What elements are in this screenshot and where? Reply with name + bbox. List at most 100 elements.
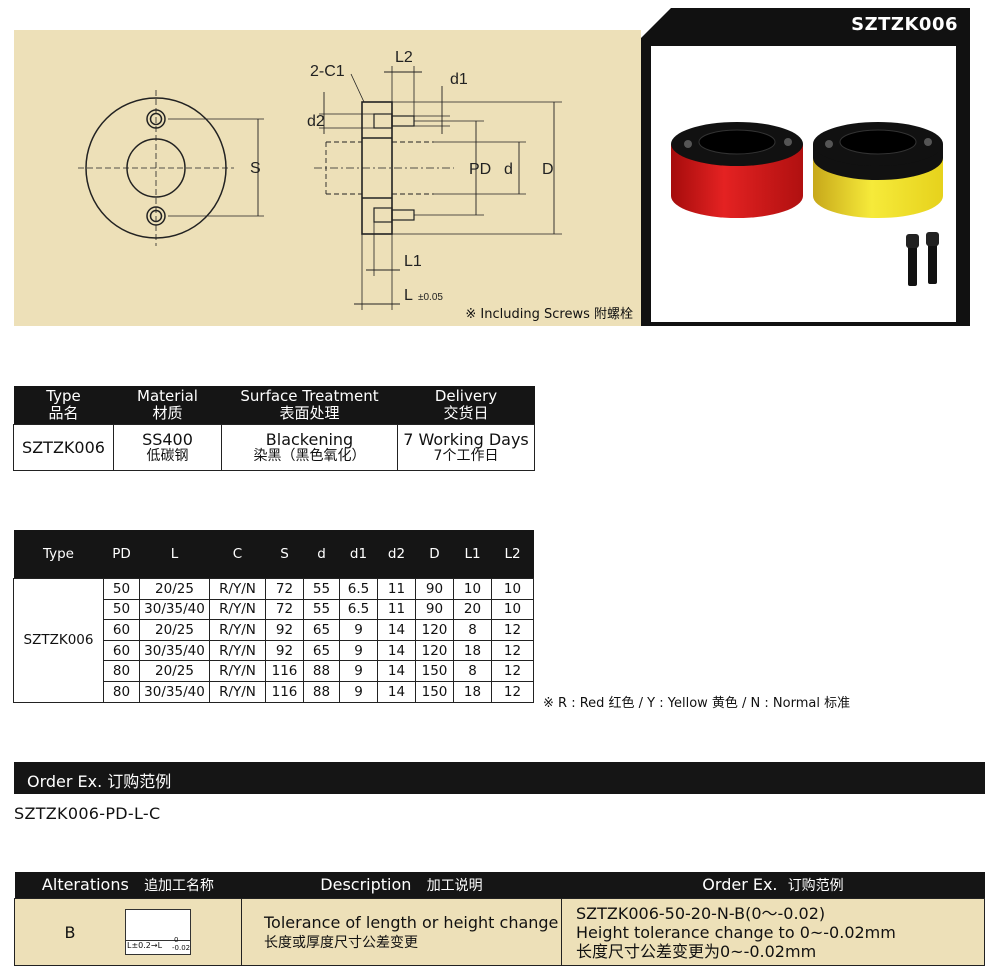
alt-row: B L±0.2→L 0 -0.02 Tolerance of length or… [14, 898, 985, 966]
label-d: d [504, 161, 513, 178]
dim-header: d1 [339, 530, 378, 579]
dim-cell: R/Y/N [209, 598, 266, 621]
dim-cell: 20/25 [139, 619, 210, 641]
dim-cell: 50 [103, 578, 140, 600]
dim-cell: 55 [303, 598, 340, 621]
dim-cell: 8 [453, 619, 492, 641]
dim-cell: 12 [491, 680, 534, 703]
dim-header: L [139, 530, 210, 579]
dim-cell: 12 [491, 660, 534, 682]
order-example-title: Order Ex. 订购范例 [27, 772, 172, 791]
dim-cell: 88 [303, 680, 340, 703]
collar-illustration [671, 122, 943, 286]
dim-cell: 14 [377, 680, 416, 703]
product-code: SZTZK006 [851, 14, 958, 35]
dim-header: L2 [491, 530, 534, 579]
dim-cell: 20/25 [139, 660, 210, 682]
dim-header: C [209, 530, 266, 579]
alt-description-zh: 长度或厚度尺寸公差变更 [264, 934, 418, 951]
dim-cell: R/Y/N [209, 578, 266, 600]
dim-cell: 20/25 [139, 578, 210, 600]
technical-drawing: S 2-C1 L2 d1 d2 PD d D L1 L ±0.05 ※ Incl… [14, 30, 641, 326]
alt-order-cell: SZTZK006-50-20-N-B(0～-0.02) Height toler… [561, 898, 985, 966]
dim-header: d [303, 530, 340, 579]
dim-type: SZTZK006 [13, 578, 104, 703]
alt-header-description: Description 加工说明 [241, 872, 562, 899]
alt-header-order: Order Ex. 订购范例 [561, 872, 985, 899]
label-pd: PD [469, 161, 491, 178]
spec-type: SZTZK006 [13, 424, 114, 471]
dim-cell: 9 [339, 680, 378, 703]
dim-cell: 116 [265, 660, 304, 682]
dim-cell: 90 [415, 578, 454, 600]
dim-cell: 65 [303, 619, 340, 641]
alt-description-en: Tolerance of length or height change [264, 912, 559, 932]
dim-cell: 72 [265, 598, 304, 621]
alt-header-row: Alterations 追加工名称 Description 加工说明 Order… [14, 872, 985, 899]
dim-cell: 50 [103, 598, 140, 621]
dim-cell: 6.5 [339, 598, 378, 621]
dim-cell: 6.5 [339, 578, 378, 600]
product-photo-panel: SZTZK006 [641, 8, 970, 326]
dim-header-row: Type PD L C S d d1 d2 D L1 L2 [13, 530, 534, 579]
label-tolerance: ±0.05 [418, 292, 443, 303]
dim-cell: 80 [103, 660, 140, 682]
dim-cell: 20 [453, 598, 492, 621]
dim-header: Type [13, 530, 104, 579]
alt-order-line2: Height tolerance change to 0~-0.02mm [576, 922, 896, 942]
alt-order-line3: 长度尺寸公差变更为0~-0.02mm [576, 941, 817, 961]
dim-cell: 60 [103, 619, 140, 641]
dim-cell: 14 [377, 639, 416, 662]
dim-cell: 8 [453, 660, 492, 682]
dim-cell: 12 [491, 619, 534, 641]
product-photo [651, 46, 956, 322]
dim-cell: 150 [415, 680, 454, 703]
label-d1: d1 [450, 71, 468, 88]
color-note: ※ R : Red 红色 / Y : Yellow 黄色 / N : Norma… [543, 696, 851, 711]
order-example-bar: Order Ex. 订购范例 [14, 762, 985, 794]
drawing-svg: S 2-C1 L2 d1 d2 PD d D L1 L ±0.05 [78, 49, 562, 310]
dim-cell: 60 [103, 639, 140, 662]
dim-cell: 9 [339, 639, 378, 662]
dim-cell: 18 [453, 680, 492, 703]
dim-cell: 10 [453, 578, 492, 600]
dim-cell: 92 [265, 639, 304, 662]
dim-cell: 72 [265, 578, 304, 600]
dim-cell: 88 [303, 660, 340, 682]
dim-cell: 30/35/40 [139, 680, 210, 703]
dim-cell: R/Y/N [209, 619, 266, 641]
alterations-table: Alterations 追加工名称 Description 加工说明 Order… [14, 872, 985, 966]
dim-cell: 150 [415, 660, 454, 682]
dim-cell: R/Y/N [209, 660, 266, 682]
alt-order-line1: SZTZK006-50-20-N-B(0～-0.02) [576, 903, 826, 923]
label-2c1: 2-C1 [310, 63, 345, 80]
dim-cell: 30/35/40 [139, 598, 210, 621]
dim-cell: 12 [491, 639, 534, 662]
dim-cell: 80 [103, 680, 140, 703]
alt-header-alterations: Alterations 追加工名称 [14, 872, 242, 899]
screws-note: ※ Including Screws 附螺栓 [465, 307, 633, 322]
label-d2: d2 [307, 113, 325, 130]
dim-cell: 11 [377, 578, 416, 600]
dim-cell: 65 [303, 639, 340, 662]
dim-cell: R/Y/N [209, 639, 266, 662]
dim-header: L1 [453, 530, 492, 579]
dim-header: PD [103, 530, 140, 579]
label-D: D [542, 161, 554, 178]
dim-header: S [265, 530, 304, 579]
alt-code: B [64, 922, 76, 942]
dim-cell: 55 [303, 578, 340, 600]
alt-description-cell: Tolerance of length or height change 长度或… [241, 898, 562, 966]
